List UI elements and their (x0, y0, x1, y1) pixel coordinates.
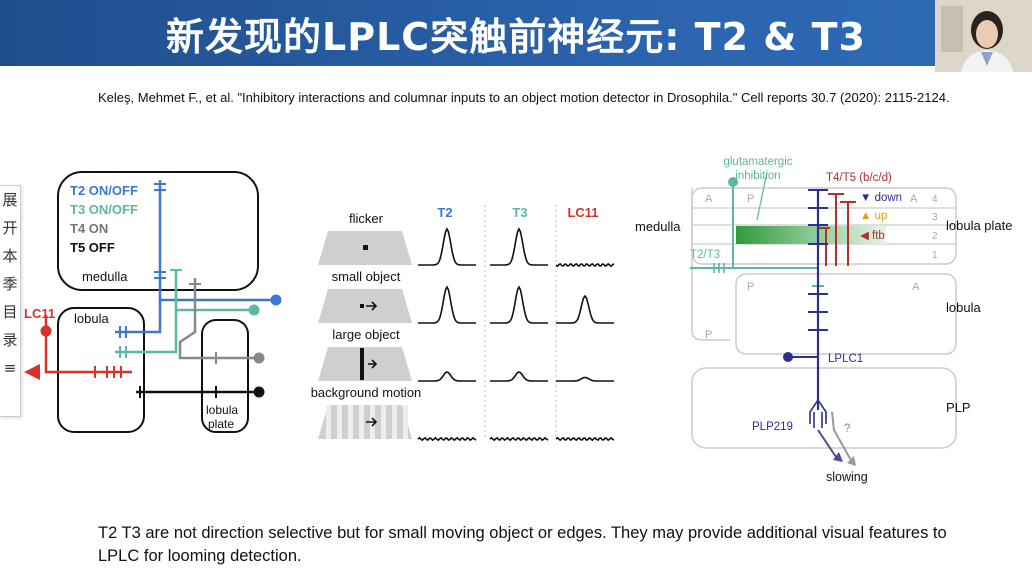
webcam-thumbnail (935, 0, 1032, 72)
toc-char: 季 (2, 275, 18, 293)
grating-stripe (403, 405, 408, 439)
t2-terminal-dot (270, 294, 282, 306)
grating-stripe (326, 405, 331, 439)
presenter-avatar-icon (935, 0, 1032, 72)
response-trace-t2 (418, 285, 476, 324)
panel-b-responses: T2 T3 LC11 flicker small object large obje… (311, 205, 615, 442)
citation-text: Keleş, Mehmet F., et al. "Inhibitory int… (98, 90, 950, 105)
arrow-right-icon (368, 359, 378, 369)
arrow-right-icon (366, 417, 378, 427)
layer-label-4: 4 (932, 194, 938, 205)
label-t2t3: T2/T3 (690, 249, 720, 261)
stimulus-label: large object (332, 327, 400, 342)
lc11-arrow-icon (24, 364, 40, 380)
panel-a-circuit: T2 ON/OFF T3 ON/OFF T4 ON T5 OFF medulla… (24, 171, 282, 433)
toc-char: 目 (2, 303, 18, 321)
label-lobula-c: lobula (946, 300, 981, 315)
label-a-1: A (705, 193, 713, 205)
label-lobula-plate-2: plate (208, 417, 234, 431)
label-plp219: PLP219 (752, 421, 793, 433)
response-trace-t3 (489, 436, 549, 442)
label-glutamatergic: glutamatergic (723, 156, 792, 168)
t4-terminal-dot (253, 352, 265, 364)
stimulus-large-object (360, 348, 364, 380)
toc-char: 本 (2, 247, 18, 265)
col-header-lc11: LC11 (567, 205, 598, 220)
label-up: ▲ up (860, 210, 887, 222)
toc-char: 展 (2, 191, 18, 209)
lobula-box (57, 307, 145, 433)
label-t3: T3 ON/OFF (70, 202, 138, 217)
t3-terminal-dot (248, 304, 260, 316)
panel-c-circuit: glutamatergic inhibition T4/T5 (b/c/d) ▼… (635, 156, 1013, 484)
table-of-contents-tab[interactable]: 展 开 本 季 目 录 ≡ (0, 185, 21, 417)
lobula-plate-box (201, 319, 249, 433)
grating-stripe (348, 405, 353, 439)
grating-stripe (359, 405, 364, 439)
stimulus-screen (318, 289, 412, 323)
label-inhibition: inhibition (735, 170, 780, 182)
title-bar (0, 0, 1032, 66)
response-trace-lc11 (555, 436, 615, 442)
toc-menu-icon: ≡ (3, 359, 17, 377)
label-down: ▼ down (860, 192, 902, 204)
response-trace-t2 (417, 436, 477, 442)
label-medulla: medulla (82, 269, 128, 284)
label-lobula-plate-c: lobula plate (946, 218, 1013, 233)
plp-region (691, 367, 957, 449)
response-trace-t3 (490, 285, 548, 324)
arrow-right-icon (366, 301, 378, 311)
stimulus-label: background motion (311, 385, 422, 400)
label-plp: PLP (946, 400, 971, 415)
layer-label-1: 1 (932, 250, 938, 261)
label-lobula-plate-1: lobula (206, 403, 238, 417)
layer-label-3: 3 (932, 212, 938, 223)
response-trace-t3 (490, 371, 548, 382)
stimulus-flicker-dot (363, 245, 368, 250)
response-trace-lc11 (556, 294, 614, 324)
response-trace-lc11 (555, 262, 615, 268)
stimulus-label: small object (332, 269, 401, 284)
response-trace-lc11 (556, 376, 614, 382)
response-trace-t2 (418, 227, 476, 266)
label-a-3: A (912, 281, 920, 293)
label-medulla-c: medulla (635, 219, 681, 234)
label-a-2: A (910, 193, 918, 205)
stimulus-screen (318, 405, 412, 439)
stimulus-screen (318, 347, 412, 381)
label-lc11: LC11 (24, 306, 55, 321)
label-t2: T2 ON/OFF (70, 183, 138, 198)
layer-label-2: 2 (932, 231, 938, 242)
slide-title: 新发现的LPLC突触前神经元: T2 & T3 (166, 14, 866, 59)
stimulus-label: flicker (349, 211, 384, 226)
label-p-3: P (705, 329, 712, 341)
slide-caption: T2 T3 are not direction selective but fo… (98, 524, 947, 565)
label-t4t5: T4/T5 (b/c/d) (826, 172, 892, 184)
label-t4: T4 ON (70, 221, 108, 236)
toc-char: 开 (2, 219, 18, 237)
label-p-2: P (747, 281, 754, 293)
label-slowing: slowing (826, 470, 868, 484)
stimulus-small-object (360, 304, 364, 308)
col-header-t2: T2 (437, 205, 452, 220)
label-ftb: ◀ ftb (860, 230, 885, 242)
label-question: ? (844, 423, 850, 435)
label-t5: T5 OFF (70, 240, 115, 255)
toc-char: 录 (2, 331, 18, 349)
lobula-region (735, 273, 957, 355)
response-trace-t2 (418, 371, 476, 382)
grating-stripe (337, 405, 342, 439)
label-lplc1: LPLC1 (828, 353, 863, 365)
label-p-1: P (747, 193, 754, 205)
label-lobula: lobula (74, 311, 109, 326)
grating-stripe (392, 405, 397, 439)
response-trace-t3 (490, 227, 548, 266)
t5-terminal-dot (253, 386, 265, 398)
medulla-box (57, 171, 259, 291)
col-header-t3: T3 (512, 205, 527, 220)
grating-stripe (381, 405, 386, 439)
